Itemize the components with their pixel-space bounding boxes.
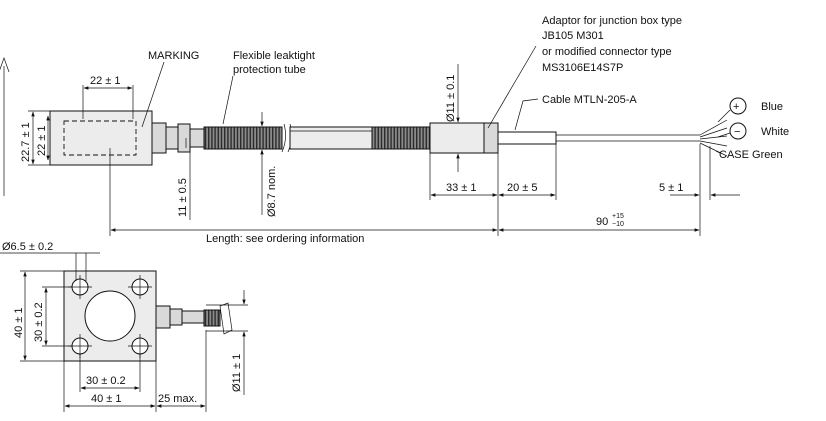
marking-callout: MARKING	[141, 50, 199, 128]
bottom-stud-and-tube	[155, 302, 233, 335]
wire-legend: + Blue − White CASE Green	[715, 97, 789, 161]
flange-outer-label: 40 ± 1	[13, 307, 25, 338]
head-height-inner-label: 22 ± 1	[36, 125, 48, 156]
bottom-tube-diameter-label: Ø11 ± 1	[231, 354, 243, 392]
tube-label-line2: protection tube	[233, 64, 306, 76]
cable-tail-plus: +15	[612, 213, 624, 220]
flange-outer-bottom-label: 40 ± 1	[91, 393, 122, 405]
adaptor-label-line1: Adaptor for junction box type	[542, 15, 682, 27]
wire-case-label: CASE Green	[719, 149, 783, 161]
wire-blue-label: Blue	[761, 101, 783, 113]
minus-symbol: −	[734, 126, 740, 138]
protection-tube-coil-left	[203, 126, 283, 150]
head-height-outer-label: 22.7 ± 1	[20, 122, 32, 162]
stud-offset-dimension: 11 ± 0.5	[177, 141, 191, 220]
tube-label-line1: Flexible leaktight	[233, 50, 315, 62]
hole-diameter-label: Ø6.5 ± 0.2	[2, 241, 53, 253]
cable-callout: Cable MTLN-205-A	[514, 94, 637, 131]
adaptor-length-label: 33 ± 1	[446, 182, 477, 194]
wire-strip-label: 5 ± 1	[659, 182, 683, 194]
cable-jacket	[497, 131, 700, 145]
adaptor-diameter-dimension: Ø11 ± 0.1	[445, 64, 460, 172]
cable-section-label: 20 ± 5	[507, 182, 538, 194]
flange-vertical-dimensions: 40 ± 1 30 ± 0.2	[13, 270, 72, 362]
adaptor-label-line4: MS3106E14S7P	[542, 62, 623, 74]
top-view-length-dimensions: 33 ± 1 20 ± 5 5 ± 1 90 +15 −10 Length: s…	[109, 144, 740, 245]
protection-tube-smooth	[289, 126, 373, 150]
adaptor-body	[429, 122, 499, 154]
hole-diameter-dimension: Ø6.5 ± 0.2	[0, 241, 100, 281]
head-height-dimension: 22.7 ± 1 22 ± 1	[20, 110, 50, 166]
adaptor-diameter-label: Ø11 ± 0.1	[445, 75, 457, 122]
sensor-head	[49, 110, 205, 166]
adaptor-label-line3: or modified connector type	[542, 46, 672, 58]
adaptor-label-line2: JB105 M301	[542, 30, 604, 42]
flange-plate	[63, 270, 157, 362]
stud-offset-label: 11 ± 0.5	[177, 178, 189, 217]
marking-label: MARKING	[148, 50, 199, 62]
wire-white-label: White	[761, 126, 789, 138]
protection-tube-coil-right	[371, 126, 431, 150]
orientation-arrow	[0, 56, 10, 196]
plus-symbol: +	[733, 101, 739, 113]
tube-diameter-dimension: Ø8.7 nom.	[260, 112, 278, 217]
adaptor-callout: Adaptor for junction box type JB105 M301…	[487, 15, 682, 129]
tube-callout: Flexible leaktight protection tube	[222, 50, 315, 125]
cable-tail-label: 90	[596, 216, 608, 228]
head-width-label: 22 ± 1	[90, 75, 121, 87]
wire-ends	[699, 119, 728, 157]
head-width-dimension: 22 ± 1	[82, 75, 134, 119]
flange-horizontal-dimensions: 30 ± 0.2 40 ± 1 25 max.	[63, 330, 207, 412]
flange-pitch-bottom-label: 30 ± 0.2	[86, 375, 126, 387]
tube-diameter-label: Ø8.7 nom.	[266, 166, 278, 217]
body-max-label: 25 max.	[158, 393, 197, 405]
length-note: Length: see ordering information	[206, 233, 364, 245]
flange-pitch-label: 30 ± 0.2	[33, 302, 45, 342]
cable-label: Cable MTLN-205-A	[542, 94, 637, 106]
cable-tail-minus: −10	[612, 221, 624, 228]
bottom-tube-diameter-dimension: Ø11 ± 1	[206, 290, 248, 395]
